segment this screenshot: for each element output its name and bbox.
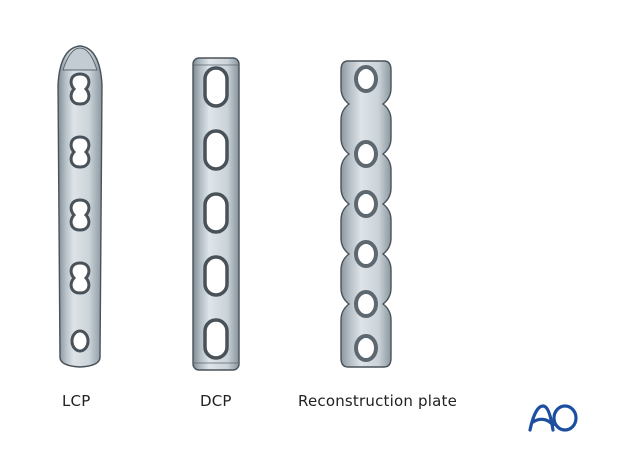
lcp-label: LCP	[62, 392, 91, 410]
dcp-plate-illustration	[192, 57, 240, 371]
reconstruction-plate-illustration	[340, 60, 392, 368]
lcp-plate-illustration	[57, 45, 103, 368]
dcp-label: DCP	[200, 392, 232, 410]
reconstruction-plate-label: Reconstruction plate	[298, 392, 458, 410]
ao-logo-icon	[528, 404, 578, 432]
